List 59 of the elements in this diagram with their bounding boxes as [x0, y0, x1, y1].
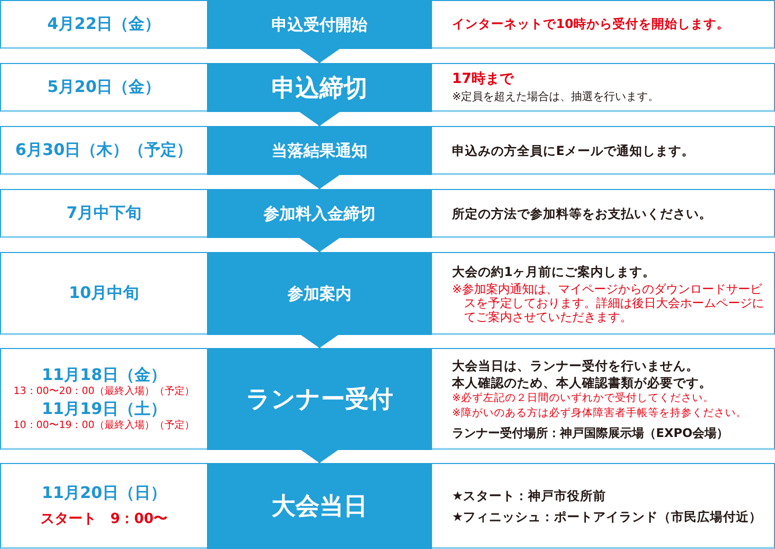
- note-text: ※参加案内通知は、マイページからのダウンロードサービスを予定しております。詳細は後日大会ホームページにてご案内させていただきます。: [452, 282, 765, 324]
- step-label: 申込受付開始: [272, 14, 368, 34]
- step-band: [207, 189, 432, 238]
- chevron-arrow: [300, 334, 340, 348]
- chevron-arrow: [300, 175, 340, 189]
- note-text: ※定員を超えた場合は、抽選を行います。: [452, 88, 660, 104]
- date-box: [0, 63, 207, 112]
- detail-box: [432, 189, 775, 238]
- date-text: 11月20日（日）: [42, 483, 166, 503]
- detail-text: 17時まで: [452, 70, 515, 88]
- step-label: 参加料入金締切: [264, 204, 376, 224]
- step-band: [207, 463, 432, 549]
- detail-text: 大会当日は、ランナー受付を行いません。: [452, 356, 700, 374]
- step-label: ランナー受付: [246, 384, 393, 414]
- date-box: [0, 126, 207, 175]
- chevron-arrow: [300, 49, 340, 63]
- step-label: 参加案内: [288, 284, 352, 304]
- date-text: 11月19日（土）: [42, 398, 166, 418]
- step-label: 申込締切: [272, 72, 368, 102]
- date-text: 10月中旬: [68, 283, 140, 303]
- date-text: 7月中下旬: [66, 203, 142, 223]
- step-band: [207, 252, 432, 335]
- step-band: [207, 63, 432, 112]
- detail-text: 本人確認のため、本人確認書類が必要です。: [452, 374, 713, 390]
- step-band: [207, 126, 432, 175]
- detail-text: 大会の約1ヶ月前にご案内します。: [452, 262, 657, 280]
- step-band: [207, 0, 432, 49]
- date-text: 6月30日（木）（予定）: [15, 140, 193, 160]
- date-box: [0, 348, 207, 450]
- date-text: 4月22日（金）: [47, 14, 161, 34]
- note-text: ※障がいのある方は必ず身体障害者手帳等を持参ください。: [452, 406, 748, 420]
- step-band: [207, 348, 432, 450]
- detail-box: [432, 252, 775, 335]
- detail-text: ★スタート：神戸市役所前: [452, 486, 608, 504]
- date-box: [0, 463, 207, 549]
- detail-box: [432, 0, 775, 49]
- detail-box: [432, 348, 775, 450]
- date-box: [0, 0, 207, 49]
- time-note: 10：00〜19：00（最終入場）（予定）: [14, 418, 194, 432]
- chevron-arrow: [300, 449, 340, 463]
- start-time: スタート 9：00〜: [40, 510, 168, 528]
- detail-text: 所定の方法で参加料等をお支払いください。: [452, 204, 713, 222]
- chevron-arrow: [300, 112, 340, 126]
- time-note: 13：00〜20：00（最終入場）（予定）: [14, 384, 194, 398]
- step-label: 大会当日: [272, 491, 368, 521]
- note-text: ※必ず左記の２日間のいずれかで受付してください。: [452, 390, 715, 406]
- detail-box: [432, 63, 775, 112]
- detail-box: [432, 463, 775, 549]
- chevron-arrow: [300, 238, 340, 252]
- date-text: 5月20日（金）: [47, 77, 161, 97]
- date-text: 11月18日（金）: [42, 364, 166, 384]
- date-box: [0, 189, 207, 238]
- detail-text: インターネットで10時から受付を開始します。: [452, 15, 730, 33]
- detail-text: ★フィニッシュ：ポートアイランド（市民広場付近）: [452, 508, 764, 526]
- detail-text: 申込みの方全員にEメールで通知します。: [452, 142, 696, 158]
- date-box: [0, 252, 207, 335]
- detail-box: [432, 126, 775, 175]
- step-label: 当落結果通知: [272, 140, 368, 160]
- detail-text: ランナー受付場所：神戸国際展示場（EXPO会場）: [452, 424, 730, 440]
